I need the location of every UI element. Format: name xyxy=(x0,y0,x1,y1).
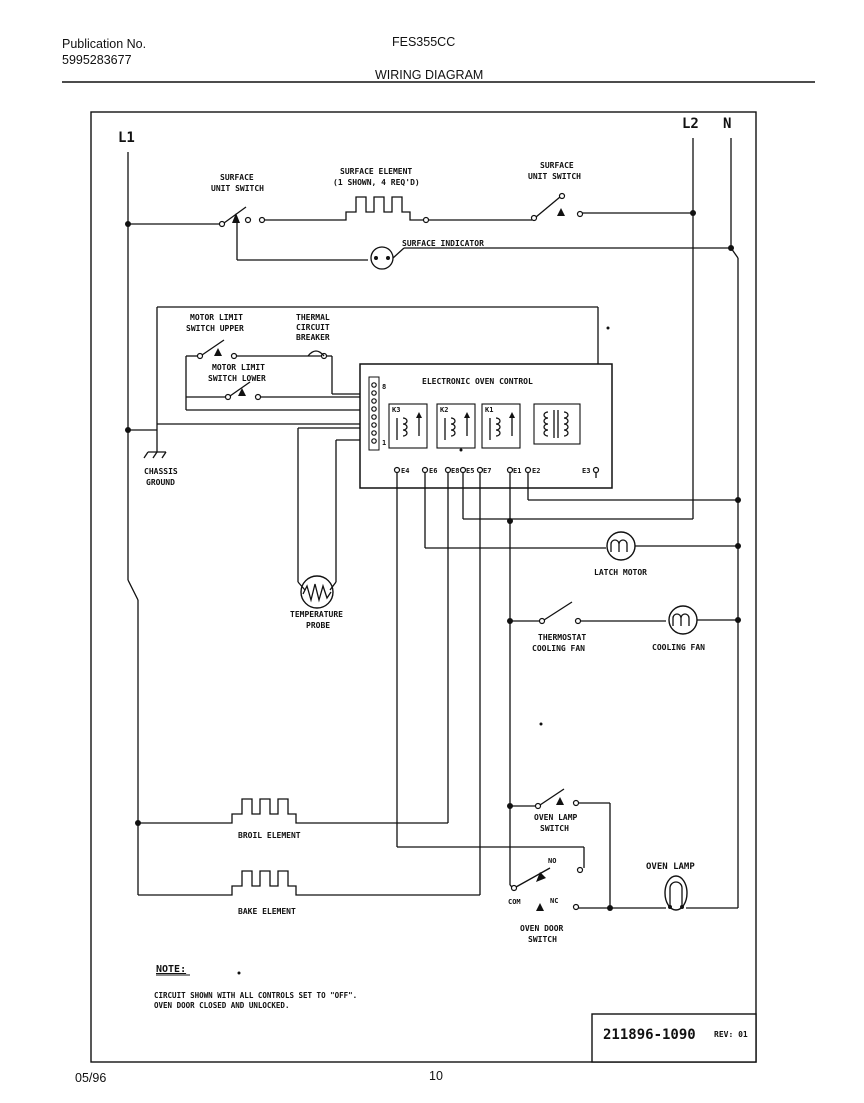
surface-indicator xyxy=(370,246,731,270)
part-number-box xyxy=(591,1013,757,1063)
thermostat-cooling-fan-label-2: COOLING FAN xyxy=(532,644,585,653)
terminal-e1: E1 xyxy=(513,467,521,475)
footer-date: 05/96 xyxy=(75,1071,107,1085)
motor-limit-switch-upper-label-1: MOTOR LIMIT xyxy=(190,313,243,322)
latch-motor xyxy=(606,531,738,561)
oven-lamp-label: OVEN LAMP xyxy=(646,862,695,872)
section-title: WIRING DIAGRAM xyxy=(375,68,484,82)
footer-page-number: 10 xyxy=(429,1069,443,1083)
terminal-e6: E6 xyxy=(429,467,437,475)
door-switch-no-label: NO xyxy=(548,857,556,865)
diagram-frame xyxy=(90,111,757,1063)
terminal-e8: E8 xyxy=(451,467,459,475)
note-heading: NOTE: xyxy=(156,964,186,975)
temperature-probe-label-2: PROBE xyxy=(306,621,330,630)
part-number: 211896-1090 xyxy=(603,1027,696,1043)
stray-mark-3 xyxy=(539,722,543,726)
surface-unit-switch-left-label-1: SURFACE xyxy=(220,173,254,182)
surface-element xyxy=(336,196,532,224)
surface-unit-switch-left xyxy=(128,206,368,261)
terminal-e3: E3 xyxy=(582,467,590,475)
electronic-oven-control-label: ELECTRONIC OVEN CONTROL xyxy=(422,377,533,386)
cooling-fan xyxy=(668,605,738,635)
line-label-l2: L2 xyxy=(682,116,699,132)
oven-door-switch-label-1: OVEN DOOR xyxy=(520,924,564,933)
chassis-ground-label-1: CHASSIS xyxy=(144,467,178,476)
terminal-e2: E2 xyxy=(532,467,540,475)
thermal-circuit-breaker xyxy=(307,350,333,394)
oven-lamp-switch-label-2: SWITCH xyxy=(540,824,569,833)
motor-limit-switch-lower xyxy=(185,356,364,411)
publication-label: Publication No. xyxy=(62,37,147,51)
surface-element-label-2: (1 SHOWN, 4 REQ'D) xyxy=(333,178,420,187)
temperature-probe-label-1: TEMPERATURE xyxy=(290,610,343,619)
motor-limit-switch-upper-label-2: SWITCH UPPER xyxy=(186,324,244,333)
relay-k2 xyxy=(436,403,476,449)
temperature-probe xyxy=(297,575,337,609)
surface-unit-switch-left-label-2: UNIT SWITCH xyxy=(211,184,264,193)
latch-motor-label: LATCH MOTOR xyxy=(594,568,647,577)
line-label-l1: L1 xyxy=(118,130,135,146)
control-output-wires xyxy=(302,472,738,896)
surface-unit-switch-right-label-1: SURFACE xyxy=(540,161,574,170)
cooling-fan-label: COOLING FAN xyxy=(652,643,705,652)
stray-mark-1 xyxy=(606,326,610,330)
relay-k1-label: K1 xyxy=(485,406,493,414)
oven-door-switch-label-2: SWITCH xyxy=(528,935,557,944)
terminal-e4: E4 xyxy=(401,467,409,475)
surface-unit-switch-right xyxy=(530,192,693,222)
chassis-ground-label-2: GROUND xyxy=(146,478,175,487)
relay-k1 xyxy=(481,403,521,449)
line-label-n: N xyxy=(723,116,731,132)
oven-lamp-switch xyxy=(510,788,611,908)
control-transformer xyxy=(533,403,581,445)
revision: REV: 01 xyxy=(714,1030,748,1039)
oven-lamp xyxy=(610,875,738,911)
thermal-circuit-breaker-label-2: CIRCUIT xyxy=(296,323,330,332)
door-switch-com-label: COM xyxy=(508,898,521,906)
power-rails xyxy=(127,138,739,908)
connector-pin-top: 8 xyxy=(382,383,386,391)
publication-number: 5995283677 xyxy=(62,53,132,67)
motor-limit-switch-lower-label-1: MOTOR LIMIT xyxy=(212,363,265,372)
broil-element-label: BROIL ELEMENT xyxy=(238,831,301,840)
model-number: FES355CC xyxy=(392,35,456,49)
surface-unit-switch-right-label-2: UNIT SWITCH xyxy=(528,172,581,181)
harness-leads xyxy=(128,423,364,582)
bake-element xyxy=(138,870,302,896)
connector-pin-bottom: 1 xyxy=(382,439,386,447)
note-line-1: CIRCUIT SHOWN WITH ALL CONTROLS SET TO "… xyxy=(154,991,357,1000)
chassis-ground-symbol xyxy=(143,424,167,459)
stray-mark-4 xyxy=(237,971,241,975)
bake-element-label: BAKE ELEMENT xyxy=(238,907,296,916)
oven-lamp-switch-label-1: OVEN LAMP xyxy=(534,813,578,822)
motor-limit-switch-lower-label-2: SWITCH LOWER xyxy=(208,374,266,383)
surface-indicator-label: SURFACE INDICATOR xyxy=(402,239,484,248)
surface-element-label-1: SURFACE ELEMENT xyxy=(340,167,412,176)
relay-k2-label: K2 xyxy=(440,406,448,414)
terminal-e7: E7 xyxy=(483,467,491,475)
relay-k3 xyxy=(388,403,428,449)
oven-door-switch xyxy=(492,846,610,911)
thermostat-cooling-fan xyxy=(510,601,666,625)
thermal-circuit-breaker-label-1: THERMAL xyxy=(296,313,330,322)
relay-k3-label: K3 xyxy=(392,406,400,414)
broil-element xyxy=(135,798,302,826)
door-switch-nc-label: NC xyxy=(550,897,558,905)
thermostat-cooling-fan-label-1: THERMOSTAT xyxy=(538,633,586,642)
stray-mark-2 xyxy=(459,448,463,452)
terminal-e5: E5 xyxy=(466,467,474,475)
note-line-2: OVEN DOOR CLOSED AND UNLOCKED. xyxy=(154,1001,289,1010)
motor-limit-switch-upper xyxy=(186,339,322,360)
thermal-circuit-breaker-label-3: BREAKER xyxy=(296,333,330,342)
